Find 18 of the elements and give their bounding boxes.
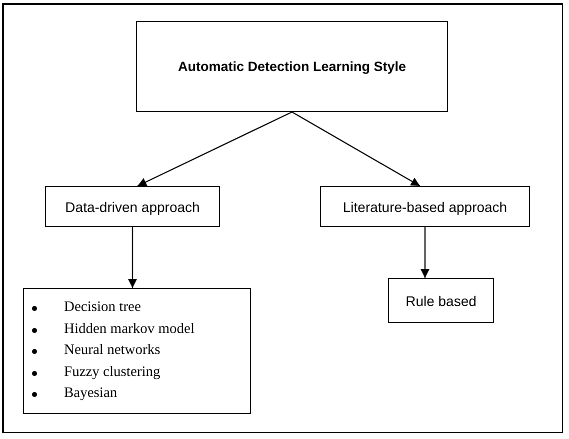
box-label: Rule based [406, 292, 476, 308]
list-item: Decision tree [64, 299, 141, 315]
title-box [136, 21, 448, 112]
approach-box [45, 186, 220, 227]
method-list-box [23, 288, 251, 414]
list-item: Neural networks [64, 342, 160, 358]
list-item: Fuzzy clustering [64, 364, 160, 380]
box-label: Data-driven approach [65, 198, 200, 214]
approach-box [320, 186, 530, 227]
box-label: Literature-based approach [342, 198, 508, 214]
method-box [388, 278, 494, 323]
list-item: Hidden markov model [64, 320, 194, 336]
arrow [128, 227, 137, 288]
arrow [292, 111, 420, 187]
list-item: Bayesian [64, 385, 118, 401]
title-text: Automatic Detection Learning Style [178, 59, 406, 74]
arrow [420, 227, 430, 278]
arrow [137, 111, 292, 187]
